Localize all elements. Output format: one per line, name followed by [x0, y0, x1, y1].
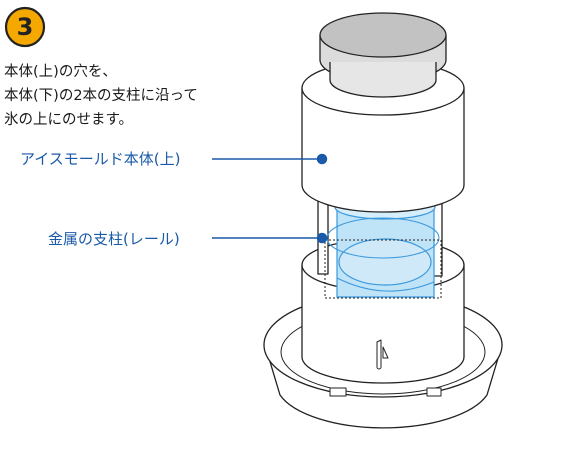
instruction-line: 本体(下)の2本の支柱に沿って	[4, 88, 198, 104]
instruction-line: 氷の上にのせます。	[4, 112, 134, 128]
upper-body-label: アイスモールド本体(上)	[20, 150, 181, 168]
instruction-text: 本体(上)の穴を、 本体(下)の2本の支柱に沿って 氷の上にのせます。	[4, 60, 198, 132]
latch-icon	[376, 339, 389, 370]
upper-body-marker	[316, 153, 328, 165]
instruction-line: 本体(上)の穴を、	[4, 64, 117, 80]
step-number: 3	[17, 13, 34, 41]
rail-marker	[316, 232, 328, 244]
lid	[319, 12, 447, 98]
rail-label: 金属の支柱(レール)	[48, 230, 180, 248]
base-feet	[329, 387, 442, 397]
step-number-badge: 3	[4, 6, 46, 48]
callout-leaders	[212, 153, 328, 244]
